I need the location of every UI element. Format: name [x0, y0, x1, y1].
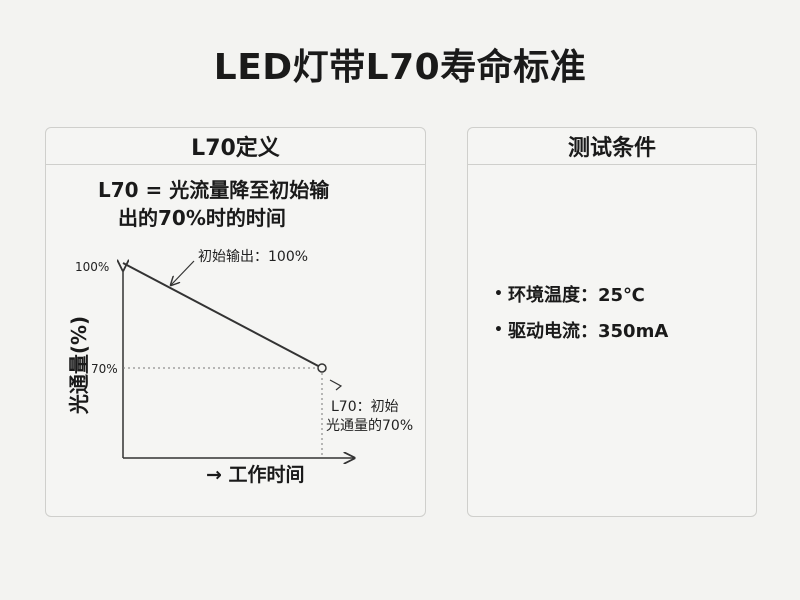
condition-text: 驱动电流：350mA — [508, 321, 669, 342]
l70-definition-panel: L70定义 L70 = 光流量降至初始输 出的70%时的时间 100% 70% … — [45, 127, 426, 517]
condition-text: 环境温度：25℃ — [508, 285, 645, 306]
initial-output-pointer — [171, 260, 195, 285]
test-conditions-header: 测试条件 — [468, 128, 756, 165]
lumen-decay-diagram: 100% 70% 光通量(%) 初始输出：100% L70：初始 光通量的70%… — [67, 248, 413, 486]
definition-line-2: 出的70%时的时间 — [118, 206, 286, 230]
l70-annotation-line-1: L70：初始 — [331, 398, 399, 415]
condition-item: • 驱动电流：350mA — [494, 312, 668, 348]
definition-line-1: L70 = 光流量降至初始输 — [98, 178, 330, 202]
x-axis-label: → 工作时间 — [206, 463, 305, 486]
condition-item: • 环境温度：25℃ — [494, 276, 668, 312]
test-conditions-list: • 环境温度：25℃ • 驱动电流：350mA — [494, 276, 668, 348]
bullet-icon: • — [494, 286, 503, 302]
l70-point — [317, 363, 327, 373]
l70-definition-header: L70定义 — [46, 128, 425, 165]
l70-pointer — [329, 379, 343, 391]
y-tick-70: 70% — [91, 362, 118, 376]
lumen-decay-line — [122, 262, 323, 369]
l70-annotation-line-2: 光通量的70% — [326, 418, 413, 434]
page-title: LED灯带L70寿命标准 — [213, 47, 587, 88]
bullet-icon: • — [494, 322, 503, 338]
l70-definition-text: L70 = 光流量降至初始输 出的70%时的时间 — [98, 176, 398, 232]
y-tick-100: 100% — [75, 260, 109, 274]
test-conditions-panel: 测试条件 • 环境温度：25℃ • 驱动电流：350mA — [467, 127, 757, 517]
y-axis-label: 光通量(%) — [67, 316, 91, 415]
initial-output-annotation: 初始输出：100% — [198, 248, 308, 265]
